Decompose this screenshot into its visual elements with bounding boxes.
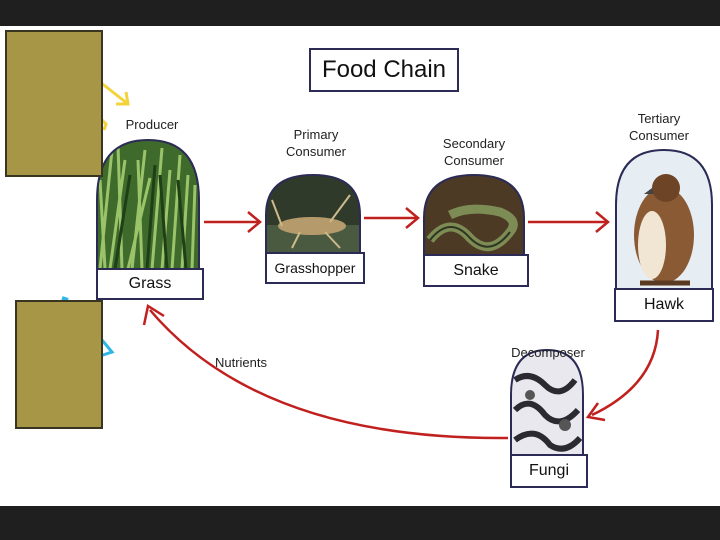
producer-label: Producer (125, 117, 179, 132)
olive-placeholder-bottom (15, 300, 103, 429)
cyan-arrow-icon (61, 296, 115, 358)
diagram-title: Food Chain (309, 48, 459, 92)
secondary-consumer-label: Secondary Consumer (424, 135, 524, 169)
secondary-label-line2: Consumer (444, 153, 504, 168)
arrow-grass-to-grasshopper (204, 211, 262, 233)
tertiary-consumer-label: Tertiary Consumer (614, 110, 704, 144)
decomposer-label: Decomposer (511, 345, 585, 360)
arrow-hawk-to-fungi (585, 329, 660, 422)
tertiary-label-line2: Consumer (629, 128, 689, 143)
primary-consumer-label: Primary Consumer (266, 126, 366, 160)
primary-label-line2: Consumer (286, 144, 346, 159)
olive-placeholder-top (5, 30, 103, 177)
grass-name-box: Grass (96, 268, 204, 300)
hawk-name-box: Hawk (614, 288, 714, 322)
top-frame-bar (0, 0, 720, 26)
fungi-name-box: Fungi (510, 454, 588, 488)
primary-label-line1: Primary (293, 127, 339, 142)
tertiary-label-line1: Tertiary (637, 111, 681, 126)
arrow-nutrients-fungi-to-grass (142, 303, 509, 440)
arrow-snake-to-hawk (528, 211, 610, 233)
grass-image (97, 140, 199, 269)
arrow-grasshopper-to-snake (364, 207, 420, 229)
snake-name-box: Snake (423, 254, 529, 287)
snake-image (424, 175, 524, 255)
nutrients-label: Nutrients (214, 355, 268, 370)
fungi-image (511, 350, 583, 455)
bottom-frame-bar (0, 506, 720, 540)
grasshopper-name-box: Grasshopper (265, 252, 365, 284)
secondary-label-line1: Secondary (442, 136, 506, 151)
hawk-image (616, 150, 712, 290)
grasshopper-image (266, 175, 360, 252)
